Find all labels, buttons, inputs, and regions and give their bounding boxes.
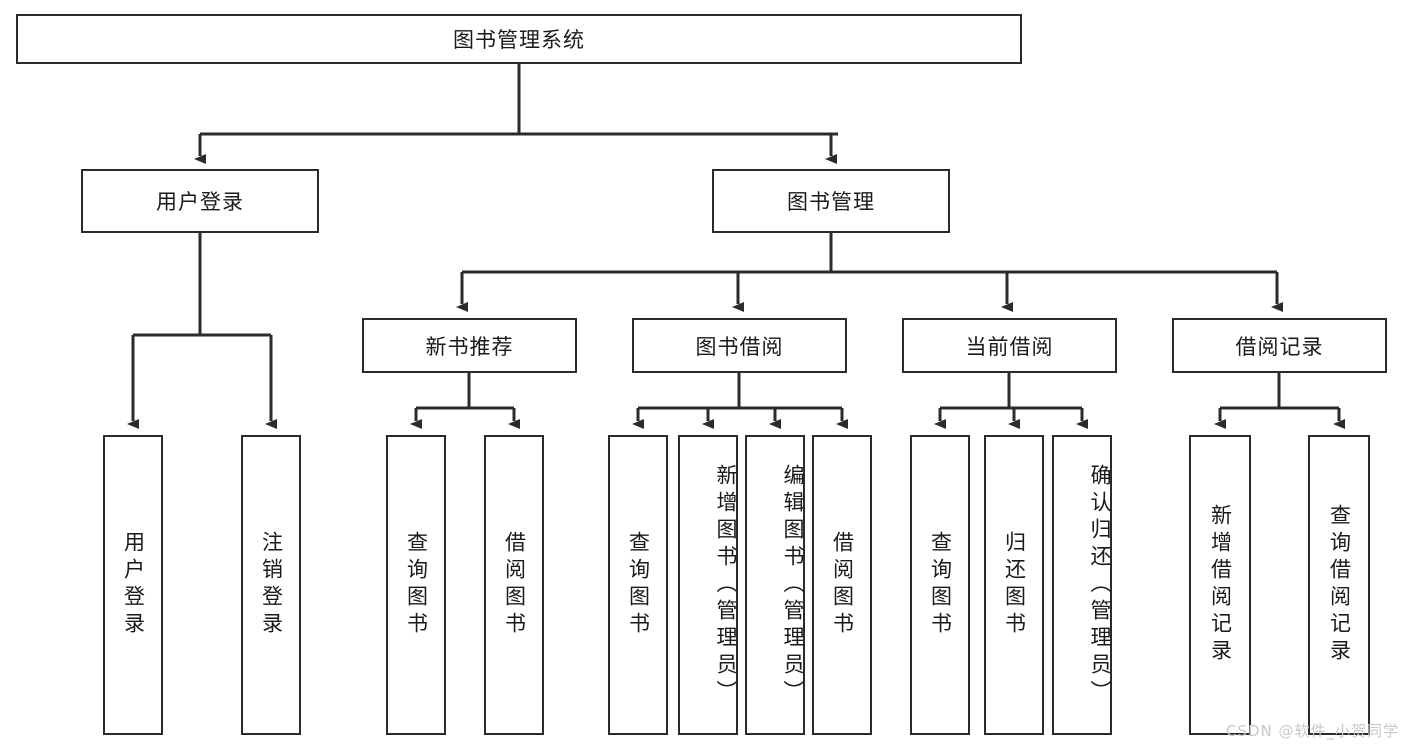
leaf-user-login[interactable]: 用户登录 — [103, 435, 163, 735]
node-borrow-records[interactable]: 借阅记录 — [1172, 318, 1387, 373]
leaf-confirm-return-admin[interactable]: 确认归还（管理员） — [1052, 435, 1112, 735]
leaf-return-book[interactable]: 归还图书 — [984, 435, 1044, 735]
leaf-borrow-book[interactable]: 借阅图书 — [812, 435, 872, 735]
leaf-query-borrow-record[interactable]: 查询借阅记录 — [1308, 435, 1370, 735]
node-user-login[interactable]: 用户登录 — [81, 169, 319, 233]
node-book-management[interactable]: 图书管理 — [712, 169, 950, 233]
leaf-query-book-borrow[interactable]: 查询图书 — [608, 435, 668, 735]
node-book-borrow[interactable]: 图书借阅 — [632, 318, 847, 373]
csdn-watermark: CSDN @软件_小贺同学 — [1225, 722, 1399, 740]
leaf-query-book-current[interactable]: 查询图书 — [910, 435, 970, 735]
node-current-borrow[interactable]: 当前借阅 — [902, 318, 1117, 373]
leaf-user-logout[interactable]: 注销登录 — [241, 435, 301, 735]
leaf-add-book-admin[interactable]: 新增图书（管理员） — [678, 435, 738, 735]
leaf-add-borrow-record[interactable]: 新增借阅记录 — [1189, 435, 1251, 735]
node-root[interactable]: 图书管理系统 — [16, 14, 1022, 64]
leaf-borrow-book-recommend[interactable]: 借阅图书 — [484, 435, 544, 735]
node-new-book-recommend[interactable]: 新书推荐 — [362, 318, 577, 373]
leaf-edit-book-admin[interactable]: 编辑图书（管理员） — [745, 435, 805, 735]
leaf-query-book-recommend[interactable]: 查询图书 — [386, 435, 446, 735]
